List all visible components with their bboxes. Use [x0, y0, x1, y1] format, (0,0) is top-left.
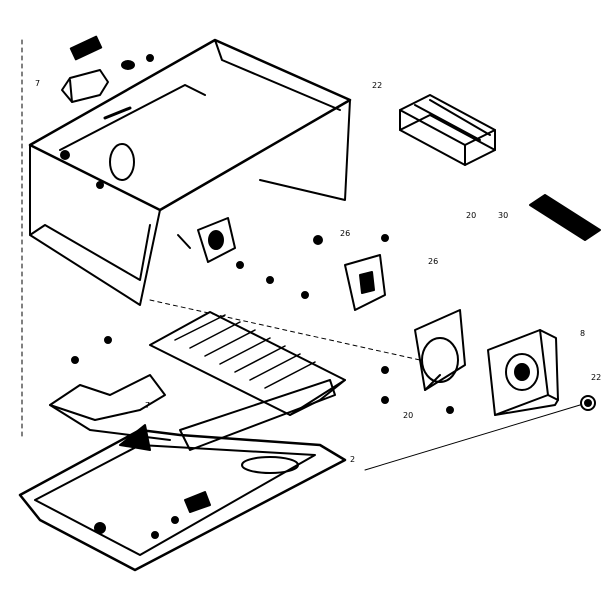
callout-26-b: 26 [428, 257, 438, 266]
callouts: 22 22 30 7 7 2 8 20 26 26 20 [35, 79, 601, 464]
fasteners [71, 234, 454, 539]
callout-20-a: 20 [466, 211, 476, 220]
grille-panel [399, 94, 496, 166]
fan-shroud [414, 309, 466, 391]
callout-30-duct: 30 [498, 211, 508, 220]
motor-plate [177, 217, 236, 263]
callout-22-knob: 22 [591, 373, 601, 382]
callout-7-lower: 7 [145, 401, 150, 410]
callout-22-cabinet: 22 [372, 81, 382, 90]
callout-20-b: 20 [403, 411, 413, 420]
cabinet-opening [109, 143, 135, 181]
callout-7-left: 7 [35, 79, 40, 88]
mounting-bracket [344, 254, 386, 311]
knob-part [580, 395, 596, 411]
drip-pan [18, 374, 347, 572]
callout-26-a: 26 [340, 229, 350, 238]
control-bracket [61, 35, 154, 103]
reference-lines [21, 39, 581, 471]
callout-2-pan: 2 [350, 455, 355, 464]
coil-tray [149, 311, 346, 451]
callout-8-blower: 8 [580, 329, 585, 338]
cabinet-housing [28, 38, 352, 306]
duct-filter [529, 194, 601, 241]
blower-housing [487, 329, 559, 416]
